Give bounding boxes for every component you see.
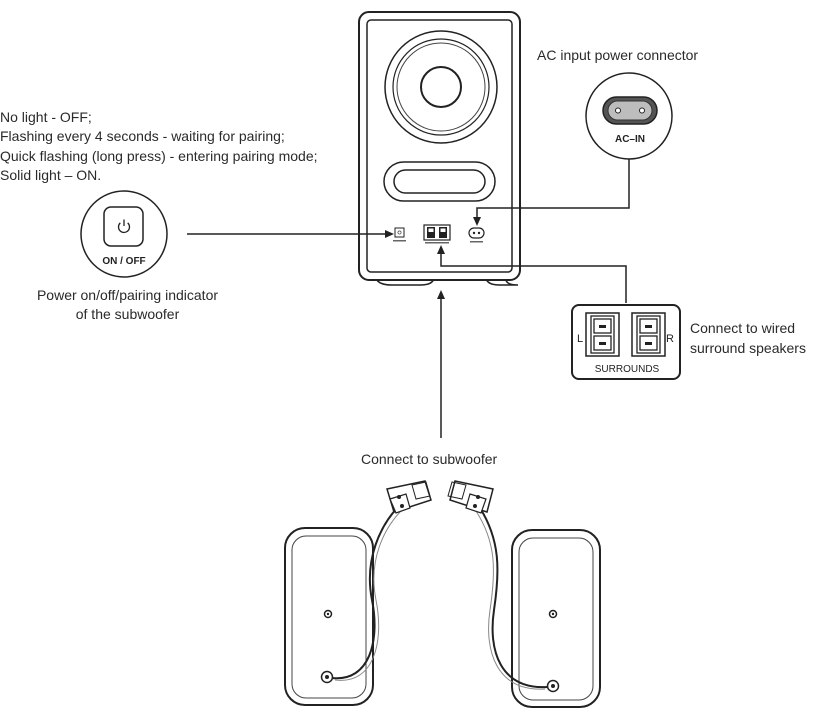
power-icon (117, 219, 131, 234)
status-line-pairing: Quick flashing (long press) - entering p… (0, 148, 318, 164)
left-speaker-plug (386, 480, 432, 514)
status-line-waiting: Flashing every 4 seconds - waiting for p… (0, 128, 285, 144)
status-line-on: Solid light – ON. (0, 167, 102, 183)
rear-power-button (393, 227, 406, 242)
ac-in-callout: AC–IN (473, 72, 673, 226)
surrounds-label: SURROUNDS (595, 364, 660, 375)
connect-subwoofer-caption: Connect to subwoofer (361, 451, 498, 467)
ac-input-caption: AC input power connector (537, 47, 699, 63)
status-line-off: No light - OFF; (0, 109, 92, 125)
surrounds-caption-2: surround speakers (690, 340, 806, 356)
woofer-driver (384, 30, 498, 144)
rear-surround-terminals (423, 224, 451, 244)
surrounds-caption-1: Connect to wired (690, 320, 796, 336)
power-button-callout: ON / OFF (80, 190, 394, 278)
subwoofer (358, 11, 521, 286)
surround-left-label: L (577, 333, 583, 345)
surround-right-label: R (666, 333, 674, 345)
surrounds-callout: L R SURROUNDS (437, 245, 681, 380)
right-surround-speaker (447, 480, 601, 708)
ac-in-label: AC–IN (615, 134, 645, 145)
power-indicator-caption-1: Power on/off/pairing indicator (36, 287, 219, 303)
right-speaker-plug (447, 480, 494, 514)
bass-port (383, 161, 496, 202)
left-surround-speaker (284, 480, 432, 706)
power-indicator-caption-2: of the subwoofer (75, 306, 180, 322)
power-button-label: ON / OFF (102, 256, 145, 267)
rear-ac-socket (468, 227, 485, 243)
